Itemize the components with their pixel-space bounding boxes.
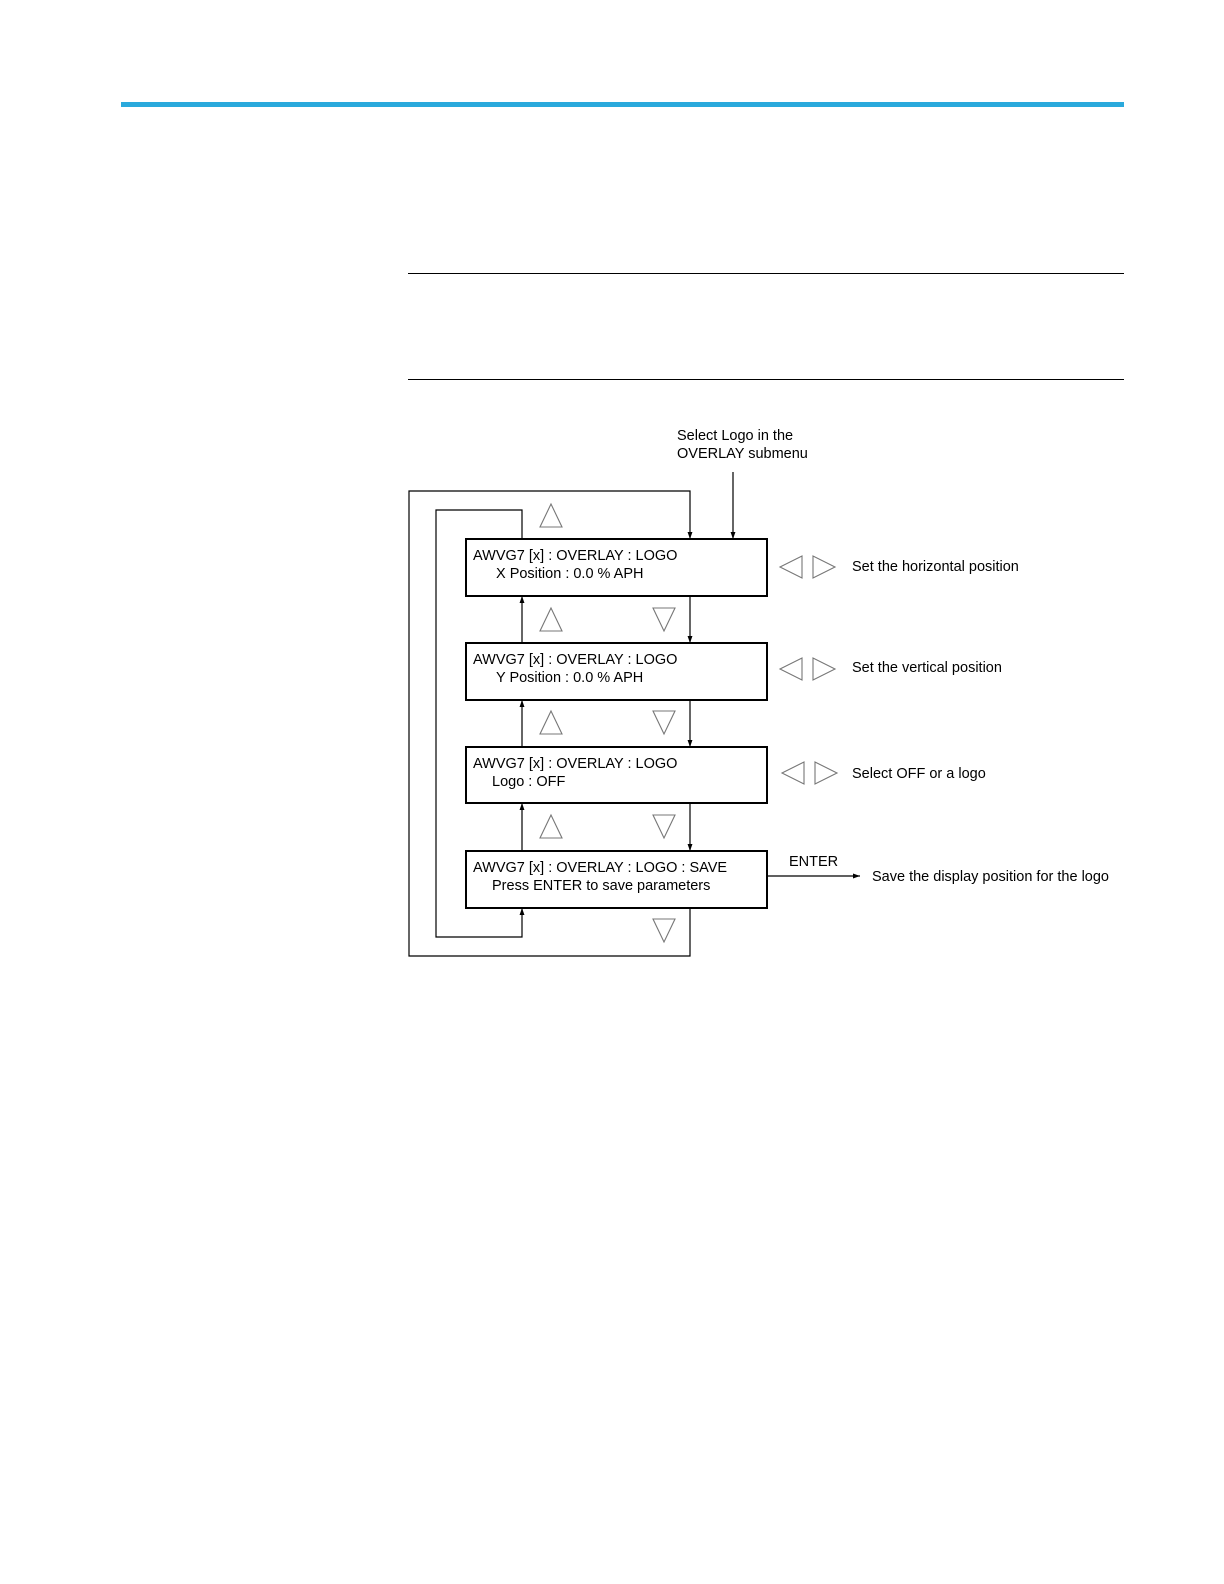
screen-line-1: AWVG7 [x] : OVERLAY : LOGO xyxy=(473,548,677,564)
up-arrow-button-icon xyxy=(539,606,563,632)
note-bottom-rule xyxy=(408,379,1124,380)
screen-frame xyxy=(465,538,768,597)
up-arrow-button-icon xyxy=(539,502,563,528)
entry-note-line-1: Select Logo in the xyxy=(677,428,793,444)
menu-screen-x-position: AWVG7 [x] : OVERLAY : LOGO X Position : … xyxy=(465,538,768,597)
entry-note-line-2: OVERLAY submenu xyxy=(677,446,808,462)
side-note-logo: Select OFF or a logo xyxy=(852,766,986,782)
side-note-vertical: Set the vertical position xyxy=(852,660,1002,676)
down-arrow-button-icon xyxy=(652,814,676,840)
right-arrow-button-icon xyxy=(812,555,837,579)
screen-line-1: AWVG7 [x] : OVERLAY : LOGO : SAVE xyxy=(473,860,727,876)
left-arrow-button-icon xyxy=(778,657,803,681)
screen-frame xyxy=(465,746,768,804)
down-arrow-button-icon xyxy=(652,607,676,633)
up-arrow-button-icon xyxy=(539,709,563,735)
screen-line-2: Y Position : 0.0 % APH xyxy=(496,670,643,686)
menu-screen-y-position: AWVG7 [x] : OVERLAY : LOGO Y Position : … xyxy=(465,642,768,701)
screen-line-2: Logo : OFF xyxy=(492,774,565,790)
up-arrow-button-icon xyxy=(539,813,563,839)
left-arrow-button-icon xyxy=(780,761,805,785)
enter-result-text: Save the display position for the logo xyxy=(872,869,1109,885)
right-arrow-button-icon xyxy=(814,761,839,785)
enter-label: ENTER xyxy=(789,854,838,870)
left-arrow-button-icon xyxy=(778,555,803,579)
screen-line-1: AWVG7 [x] : OVERLAY : LOGO xyxy=(473,756,677,772)
right-arrow-button-icon xyxy=(812,657,837,681)
header-rule xyxy=(121,102,1124,107)
menu-screen-save: AWVG7 [x] : OVERLAY : LOGO : SAVE Press … xyxy=(465,850,768,909)
note-top-rule xyxy=(408,273,1124,274)
down-arrow-button-icon xyxy=(652,918,676,944)
menu-screen-logo-select: AWVG7 [x] : OVERLAY : LOGO Logo : OFF xyxy=(465,746,768,804)
screen-line-1: AWVG7 [x] : OVERLAY : LOGO xyxy=(473,652,677,668)
screen-line-2: X Position : 0.0 % APH xyxy=(496,566,644,582)
outer-loop-line xyxy=(408,490,693,957)
side-note-horizontal: Set the horizontal position xyxy=(852,559,1019,575)
screen-line-2: Press ENTER to save parameters xyxy=(492,878,710,894)
inner-loop-line xyxy=(435,509,525,938)
screen-frame xyxy=(465,642,768,701)
screen-frame xyxy=(465,850,768,909)
down-arrow-button-icon xyxy=(652,710,676,736)
